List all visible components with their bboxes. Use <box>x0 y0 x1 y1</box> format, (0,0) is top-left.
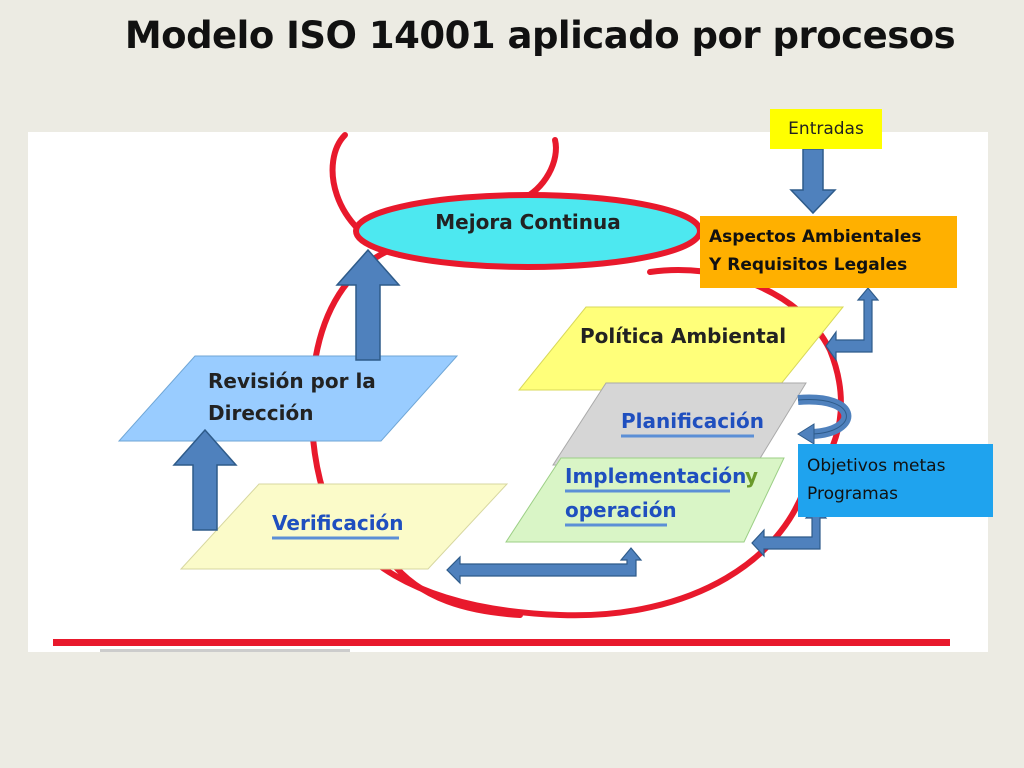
arrow-implementacion-to-verificacion <box>446 547 643 585</box>
verificacion-label: Verificación <box>272 511 404 535</box>
aspectos-ambientales-box: Aspectos Ambientales Y Requisitos Legale… <box>700 216 957 288</box>
aspectos-label-2: Y Requisitos Legales <box>709 255 908 275</box>
bottom-rule <box>53 639 950 646</box>
arrow-down-entradas <box>789 148 837 215</box>
revision-label-1: Revisión por la <box>208 369 376 393</box>
arrow-up-verificacion-to-revision <box>172 428 238 531</box>
arrow-aspectos-to-politica <box>825 287 880 362</box>
politica-ambiental-label: Política Ambiental <box>580 324 786 348</box>
mejora-continua-label: Mejora Continua <box>435 210 620 234</box>
arrow-curved-planificacion <box>797 394 852 445</box>
politica-ambiental-shape <box>517 306 845 391</box>
objetivos-label-2: Programas <box>807 484 899 504</box>
implementacion-shape <box>505 457 785 543</box>
implementacion-label-y: y <box>745 464 758 488</box>
aspectos-label-1: Aspectos Ambientales <box>709 227 922 247</box>
entradas-label: Entradas <box>788 119 864 139</box>
objetivos-label-1: Objetivos metas <box>807 456 946 476</box>
arrow-up-revision-to-mejora <box>335 248 401 361</box>
entradas-box: Entradas <box>770 109 882 149</box>
implementacion-label-2: operación <box>565 498 677 522</box>
revision-label-2: Dirección <box>208 401 313 425</box>
objetivos-metas-box: Objetivos metas Programas <box>798 444 993 517</box>
implementacion-label-1: Implementación <box>565 464 746 488</box>
verificacion-shape <box>179 483 509 570</box>
source-caption-line <box>100 649 350 652</box>
slide-title: Modelo ISO 14001 aplicado por procesos <box>124 14 956 57</box>
planificacion-label: Planificación <box>621 409 764 433</box>
